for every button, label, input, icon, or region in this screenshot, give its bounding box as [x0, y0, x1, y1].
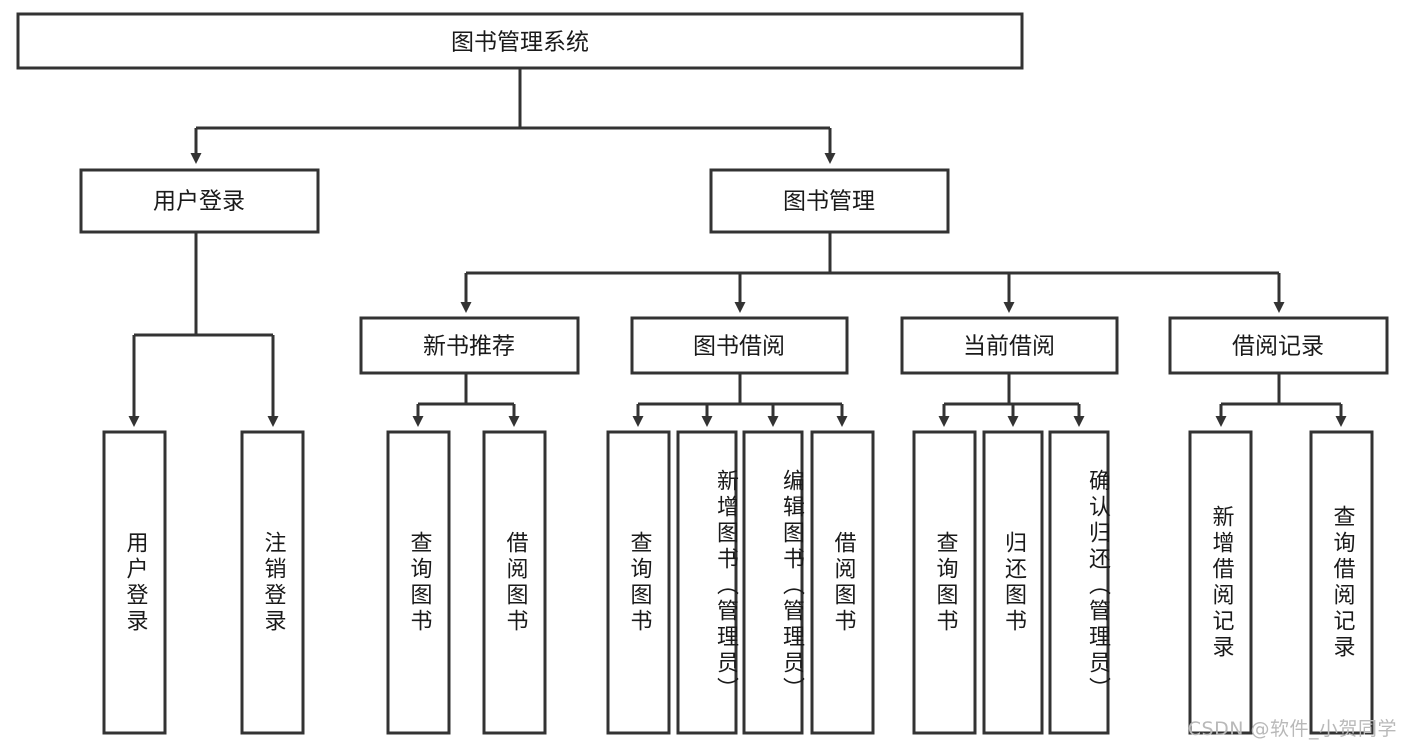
node-borrow-record[interactable]: 借阅记录 — [1168, 316, 1389, 375]
leaf-box-query-book-borrow[interactable] — [606, 430, 671, 735]
node-book-management[interactable]: 图书管理 — [709, 168, 950, 234]
leaf-box-add-borrow-record[interactable] — [1188, 430, 1253, 735]
leaf-box-logout-login[interactable] — [240, 430, 305, 735]
node-root-box[interactable] — [16, 12, 1024, 70]
leaf-box-edit-book-admin[interactable] — [742, 430, 804, 735]
node-current-borrow-box[interactable] — [900, 316, 1119, 375]
node-borrow-record-label: 借阅记录 — [1232, 334, 1324, 360]
node-new-book-recommend-box[interactable] — [359, 316, 580, 375]
node-new-book-recommend[interactable]: 新书推荐 — [359, 316, 580, 375]
leaf-box-add-book-admin[interactable] — [676, 430, 738, 735]
node-user-login-box[interactable] — [79, 168, 320, 234]
node-book-management-label: 图书管理 — [783, 189, 875, 215]
node-root-label: 图书管理系统 — [451, 30, 589, 56]
leaf-box-query-borrow-record[interactable] — [1309, 430, 1374, 735]
leaf-box-borrow-book-recommend[interactable] — [482, 430, 547, 735]
node-book-borrow-box[interactable] — [630, 316, 849, 375]
node-borrow-record-box[interactable] — [1168, 316, 1389, 375]
node-book-borrow-label: 图书借阅 — [693, 334, 785, 360]
leaf-box-borrow-book-borrow[interactable] — [810, 430, 875, 735]
node-new-book-recommend-label: 新书推荐 — [423, 334, 515, 360]
node-current-borrow[interactable]: 当前借阅 — [900, 316, 1119, 375]
node-user-login[interactable]: 用户登录 — [79, 168, 320, 234]
leaf-box-return-book[interactable] — [982, 430, 1044, 735]
leaf-box-query-book-recommend[interactable] — [386, 430, 451, 735]
node-book-borrow[interactable]: 图书借阅 — [630, 316, 849, 375]
node-book-management-box[interactable] — [709, 168, 950, 234]
connector-layer — [128, 68, 1347, 427]
node-root[interactable]: 图书管理系统 — [16, 12, 1024, 70]
node-user-login-label: 用户登录 — [153, 189, 245, 215]
csdn-watermark: CSDN @软件_小贺同学 — [1187, 718, 1397, 740]
leaf-box-confirm-return-admin[interactable] — [1048, 430, 1110, 735]
node-current-borrow-label: 当前借阅 — [963, 334, 1055, 360]
leaf-boxes-layer — [102, 430, 1374, 735]
leaf-box-user-login[interactable] — [102, 430, 167, 735]
leaf-box-query-book-current[interactable] — [912, 430, 977, 735]
